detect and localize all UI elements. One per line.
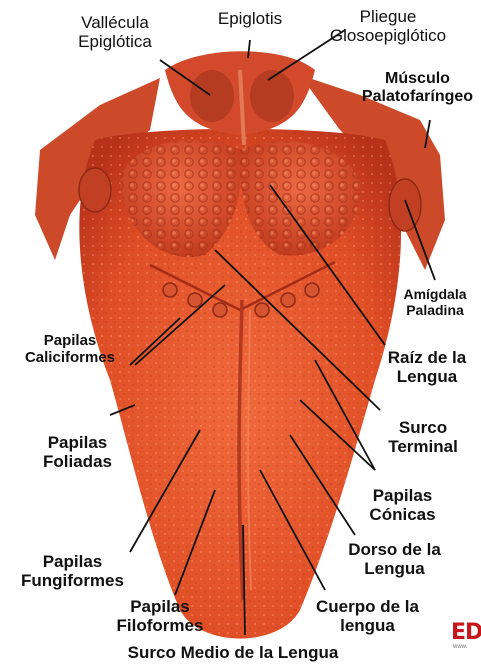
label-surco-medio-de-la-lengua: Surco Medio de la Lengua — [88, 643, 378, 662]
label-surco-terminal: Surco Terminal — [368, 418, 478, 456]
label-papilas-filoformes: Papilas Filoformes — [100, 597, 220, 635]
label-epiglotis: Epiglotis — [200, 9, 300, 28]
logo-sub: www. — [453, 644, 481, 651]
label-papilas-fungiformes: Papilas Fungiformes — [5, 552, 140, 590]
label-dorso-de-la-lengua: Dorso de la Lengua — [332, 540, 457, 578]
left-vallecula — [190, 70, 234, 122]
right-palatine-tonsil — [389, 179, 421, 231]
publisher-logo: ED www. — [451, 622, 481, 652]
label-papilas-conicas: Papilas Cónicas — [350, 486, 455, 524]
left-palatine-tonsil — [79, 168, 111, 212]
label-pliegue-glosoepiglotico: Pliegue Glosoepiglótico — [308, 7, 468, 45]
label-papilas-caliciformes: Papilas Caliciformes — [0, 333, 140, 367]
label-raiz-de-la-lengua: Raíz de la Lengua — [372, 348, 481, 386]
logo-mark: ED — [451, 622, 481, 644]
label-musculo-palatofaringeo: Músculo Palatofaríngeo — [355, 70, 480, 106]
label-amigdala-paladina: Amígdala Paladina — [390, 287, 480, 318]
label-cuerpo-de-la-lengua: Cuerpo de la lengua — [295, 597, 440, 635]
label-vallecula-epiglotica: Vallécula Epiglótica — [55, 13, 175, 51]
label-papilas-foliadas: Papilas Foliadas — [20, 433, 135, 471]
